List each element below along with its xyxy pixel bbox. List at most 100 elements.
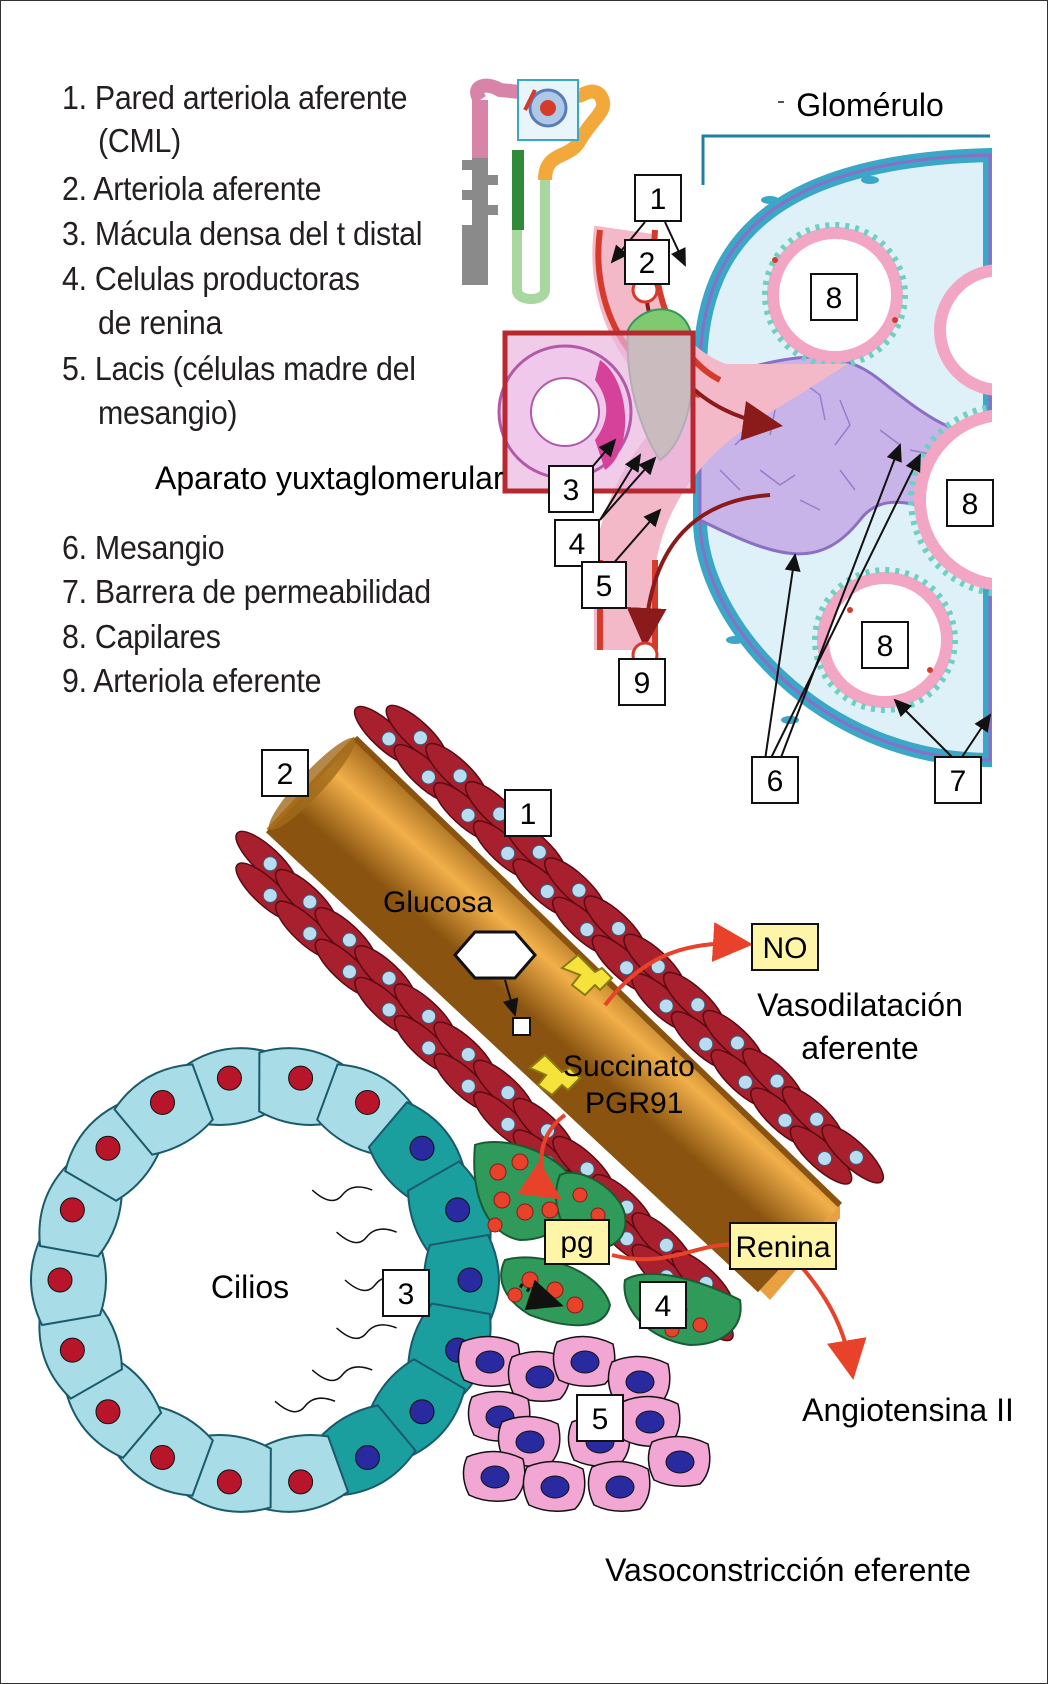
smooth-muscle-nucleus — [302, 926, 318, 942]
vasodilation-label-2: aferente — [801, 1030, 918, 1066]
bottom-marker-5: 5 — [576, 1394, 624, 1442]
smooth-muscle-nucleus — [777, 1112, 793, 1128]
cilium — [311, 1186, 373, 1202]
svg-text:8: 8 — [877, 630, 894, 663]
smooth-muscle-nucleus — [698, 1036, 714, 1052]
smooth-muscle-nucleus — [737, 1074, 753, 1090]
top-marker-7: 7 — [934, 756, 982, 804]
legend-item-7: 7. Barrera de permeabilidad — [62, 573, 431, 610]
svg-text:3: 3 — [563, 474, 580, 507]
bottom-markers: 2 1 3 4 5 — [261, 749, 687, 1442]
glomerulus-title: Glomérulo — [796, 87, 944, 123]
no-label-box: NO — [751, 923, 819, 971]
smooth-muscle-nucleus — [817, 1151, 833, 1167]
legend-item-5: 5. Lacis (células madre del — [62, 350, 416, 387]
lacis-cells — [457, 1335, 711, 1512]
top-marker-3: 3 — [548, 465, 594, 513]
lacis-nucleus — [480, 1465, 510, 1489]
bottom-marker-3: 3 — [382, 1269, 430, 1317]
top-marker-8c: 8 — [861, 621, 909, 669]
legend-item-8: 8. Capilares — [62, 618, 221, 655]
cilium — [311, 1366, 373, 1382]
apparatus-label: Aparato yuxtaglomerular — [155, 460, 504, 496]
smooth-muscle-nucleus — [341, 932, 357, 948]
juxtaglomerular-apparatus — [497, 330, 696, 566]
succinate-receptor-2 — [528, 1053, 582, 1097]
cell-nucleus — [150, 1445, 175, 1471]
smooth-muscle-nucleus — [421, 1040, 437, 1056]
lacis-nucleus — [540, 1475, 570, 1499]
smooth-muscle-nucleus — [690, 997, 706, 1013]
smooth-muscle-nucleus — [452, 768, 468, 784]
cilium — [336, 1228, 397, 1244]
lacis-nucleus — [570, 1350, 600, 1374]
cell-nucleus — [409, 1399, 435, 1425]
legend-item-9: 9. Arteriola eferente — [62, 662, 322, 699]
vasodilation-label-1: Vasodilatación — [757, 987, 963, 1023]
smooth-muscle-nucleus — [500, 1085, 516, 1101]
smooth-muscle-nucleus — [658, 998, 674, 1014]
smooth-muscle-nucleus — [539, 884, 555, 900]
glucose-label: Glucosa — [383, 886, 493, 919]
svg-text:2: 2 — [639, 247, 656, 280]
svg-text:7: 7 — [950, 765, 967, 798]
cell-nucleus — [445, 1197, 471, 1223]
cilium — [336, 1324, 397, 1340]
svg-text:1: 1 — [650, 183, 667, 216]
svg-text:1: 1 — [520, 798, 537, 831]
smooth-muscle-nucleus — [579, 922, 595, 938]
receptor-label: PGR91 — [585, 1087, 683, 1120]
lacis-nucleus — [525, 1365, 555, 1389]
smooth-muscle-nucleus — [412, 730, 428, 746]
top-marker-4: 4 — [554, 519, 600, 567]
cell-nucleus — [457, 1267, 483, 1293]
smooth-muscle-nucleus — [729, 1035, 745, 1051]
svg-text:8: 8 — [962, 488, 979, 521]
legend-item-2: 2. Arteriola aferente — [62, 170, 322, 207]
cell-nucleus — [59, 1337, 85, 1363]
legend-item-1-cont: (CML) — [98, 122, 181, 159]
smooth-muscle-nucleus — [262, 887, 278, 903]
cell-nucleus — [216, 1469, 242, 1495]
svg-text:4: 4 — [655, 1290, 672, 1323]
pg-label-box: pg — [544, 1219, 610, 1265]
succinate-receptor-1 — [560, 953, 614, 997]
cell-nucleus — [288, 1065, 314, 1091]
svg-text:5: 5 — [592, 1403, 609, 1436]
lacis-nucleus — [515, 1430, 545, 1454]
svg-text:5: 5 — [596, 570, 613, 603]
svg-text:pg: pg — [560, 1226, 593, 1259]
legend-item-4: 4. Celulas productoras — [62, 260, 360, 297]
smooth-muscle-nucleus — [381, 731, 397, 747]
lacis-nucleus — [665, 1450, 695, 1474]
smooth-muscle-nucleus — [769, 1073, 785, 1089]
svg-text:4: 4 — [569, 528, 586, 561]
succinate-label: Succinato — [563, 1050, 695, 1083]
smooth-muscle-nucleus — [460, 807, 476, 823]
angiotensin-label: Angiotensina II — [802, 1392, 1014, 1428]
smooth-muscle-nucleus — [619, 960, 635, 976]
signal-arrows — [517, 922, 867, 1380]
cell-nucleus — [409, 1135, 435, 1161]
smooth-muscle-nucleus — [848, 1149, 864, 1165]
smooth-muscle-nucleus — [341, 964, 357, 980]
glomerulus-bracket — [701, 134, 990, 185]
cell-nucleus — [59, 1197, 85, 1223]
top-marker-5: 5 — [581, 561, 627, 609]
cell-nucleus — [150, 1089, 175, 1115]
top-marker-8a: 8 — [810, 273, 858, 321]
top-marker-2: 2 — [624, 239, 670, 285]
cell-nucleus — [216, 1065, 242, 1091]
smooth-muscle-nucleus — [571, 882, 587, 898]
cilia-label: Cilios — [211, 1269, 289, 1305]
smooth-muscle-nucleus — [381, 970, 397, 986]
legend-item-4-cont: de renina — [98, 304, 223, 341]
cell-nucleus — [95, 1399, 121, 1425]
svg-text:2: 2 — [277, 758, 294, 791]
legend-item-6: 6. Mesangio — [62, 529, 225, 566]
top-marker-1: 1 — [634, 174, 682, 222]
bottom-marker-2: 2 — [261, 749, 309, 797]
svg-text:6: 6 — [767, 765, 784, 798]
svg-text:8: 8 — [826, 282, 843, 315]
